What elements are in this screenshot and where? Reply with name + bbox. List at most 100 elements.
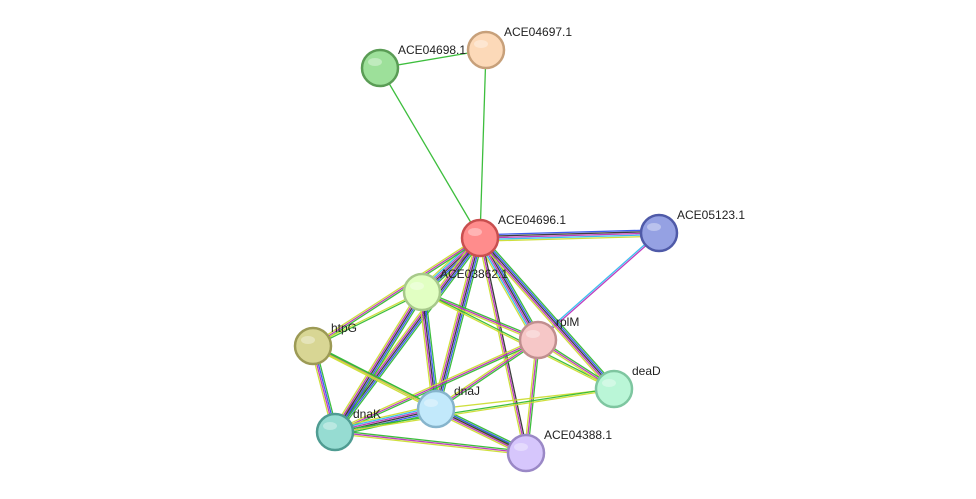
edge-channel-green bbox=[436, 340, 540, 411]
node-highlight bbox=[368, 58, 382, 66]
edge-channel-yellow bbox=[477, 238, 526, 454]
node-ACE03862.1[interactable]: ACE03862.1 bbox=[402, 267, 508, 312]
edge-channel-purple bbox=[479, 237, 527, 454]
edge-channel-purple bbox=[433, 237, 480, 409]
edge-dnaK-deaD[interactable] bbox=[334, 387, 615, 434]
edge-channel-yellow bbox=[334, 432, 526, 456]
edge-channel-green bbox=[422, 289, 539, 340]
edge-channel-green bbox=[334, 387, 614, 432]
edge-channel-green bbox=[337, 293, 426, 435]
edge-channel-green bbox=[335, 429, 527, 453]
edge-channel-blue bbox=[479, 229, 659, 236]
edge-channel-yellow bbox=[311, 236, 480, 346]
edge-ACE04696.1-dnaK[interactable] bbox=[331, 235, 484, 435]
edge-channel-purple bbox=[312, 237, 481, 347]
node-highlight bbox=[647, 223, 661, 231]
node-circle[interactable] bbox=[466, 30, 506, 70]
edge-channel-yellow bbox=[421, 292, 538, 343]
node-label: ACE04698.1 bbox=[398, 43, 466, 57]
node-circle[interactable] bbox=[639, 213, 679, 253]
node-circle[interactable] bbox=[518, 320, 558, 360]
edge-channel-purple bbox=[478, 238, 614, 391]
node-label: htpG bbox=[331, 321, 357, 335]
edge-channel-yellow bbox=[312, 290, 422, 346]
edge-channel-blue bbox=[335, 238, 482, 434]
node-circle[interactable] bbox=[315, 412, 355, 452]
edge-channel-yellow bbox=[311, 346, 436, 412]
node-circle[interactable] bbox=[402, 272, 442, 312]
node-highlight bbox=[468, 228, 482, 236]
node-circle[interactable] bbox=[416, 389, 456, 429]
edge-channel-cyan bbox=[477, 238, 537, 342]
node-dnaJ[interactable]: dnaJ bbox=[416, 384, 480, 429]
edge-channel-purple bbox=[435, 339, 539, 410]
edge-channel-blue bbox=[422, 291, 439, 409]
node-deaD[interactable]: deaD bbox=[594, 364, 661, 409]
edge-ACE04698.1-ACE04696.1[interactable] bbox=[379, 67, 481, 239]
edge-channel-black bbox=[479, 230, 659, 238]
node-highlight bbox=[424, 399, 438, 407]
node-ACE05123.1[interactable]: ACE05123.1 bbox=[639, 208, 745, 253]
edge-ACE04696.1-htpG[interactable] bbox=[311, 236, 482, 348]
edge-channel-blue bbox=[335, 292, 424, 434]
edge-channel-purple bbox=[334, 339, 539, 433]
edge-channel-green bbox=[313, 238, 482, 348]
edge-channel-yellow bbox=[432, 237, 478, 409]
edge-ACE03862.1-rplM[interactable] bbox=[421, 289, 539, 343]
edge-channel-purple bbox=[421, 291, 539, 341]
edge-rplM-dnaK[interactable] bbox=[334, 337, 539, 435]
node-circle[interactable] bbox=[594, 369, 634, 409]
node-circle[interactable] bbox=[506, 433, 546, 473]
edge-channel-purple bbox=[478, 238, 538, 341]
edge-channel-green bbox=[335, 340, 539, 435]
node-label: ACE03862.1 bbox=[440, 267, 508, 281]
edge-channel-cyan bbox=[480, 233, 660, 241]
node-highlight bbox=[323, 422, 337, 430]
node-label: rplM bbox=[556, 315, 579, 329]
edge-channel-yellow bbox=[335, 389, 615, 434]
node-htpG[interactable]: htpG bbox=[293, 321, 357, 366]
node-dnaK[interactable]: dnaK bbox=[315, 407, 381, 452]
edge-channel-yellow bbox=[480, 235, 660, 242]
node-label: ACE04697.1 bbox=[504, 25, 572, 39]
edge-channel-green bbox=[422, 290, 615, 389]
node-label: dnaK bbox=[353, 407, 381, 421]
node-circle[interactable] bbox=[360, 48, 400, 88]
edge-ACE03862.1-htpG[interactable] bbox=[312, 290, 423, 348]
node-ACE04696.1[interactable]: ACE04696.1 bbox=[460, 213, 566, 258]
edge-channel-black bbox=[479, 237, 615, 390]
node-highlight bbox=[602, 379, 616, 387]
node-ACE04388.1[interactable]: ACE04388.1 bbox=[506, 428, 612, 473]
node-highlight bbox=[474, 40, 488, 48]
node-rplM[interactable]: rplM bbox=[518, 315, 579, 360]
edge-ACE04697.1-ACE04696.1[interactable] bbox=[479, 49, 487, 239]
edge-channel-green bbox=[379, 67, 481, 239]
edge-ACE03862.1-dnaK[interactable] bbox=[331, 289, 426, 435]
node-label: ACE04696.1 bbox=[498, 213, 566, 227]
edge-ACE03862.1-deaD[interactable] bbox=[421, 290, 615, 391]
node-label: ACE04388.1 bbox=[544, 428, 612, 442]
edge-channel-green bbox=[313, 292, 423, 348]
node-highlight bbox=[410, 282, 424, 290]
node-label: deaD bbox=[632, 364, 661, 378]
edge-channel-green bbox=[481, 235, 617, 388]
node-label: ACE05123.1 bbox=[677, 208, 745, 222]
node-circle[interactable] bbox=[293, 326, 333, 366]
edge-channel-purple bbox=[333, 290, 422, 432]
node-ACE04698.1[interactable]: ACE04698.1 bbox=[360, 43, 466, 88]
edge-ACE04696.1-ACE05123.1[interactable] bbox=[479, 229, 660, 242]
edge-channel-black bbox=[480, 237, 529, 453]
node-circle[interactable] bbox=[460, 218, 500, 258]
edge-ACE04696.1-deaD[interactable] bbox=[477, 235, 617, 392]
edge-channel-yellow bbox=[421, 292, 614, 391]
edge-dnaK-ACE04388.1[interactable] bbox=[334, 429, 527, 456]
edge-ACE04696.1-ACE04388.1[interactable] bbox=[477, 237, 529, 454]
edge-channel-yellow bbox=[477, 239, 613, 392]
edge-channel-yellow bbox=[334, 337, 538, 432]
edge-channel-green bbox=[479, 49, 487, 239]
edge-channel-purple bbox=[334, 431, 527, 454]
edge-channel-green bbox=[337, 239, 484, 435]
node-ACE04697.1[interactable]: ACE04697.1 bbox=[466, 25, 572, 70]
